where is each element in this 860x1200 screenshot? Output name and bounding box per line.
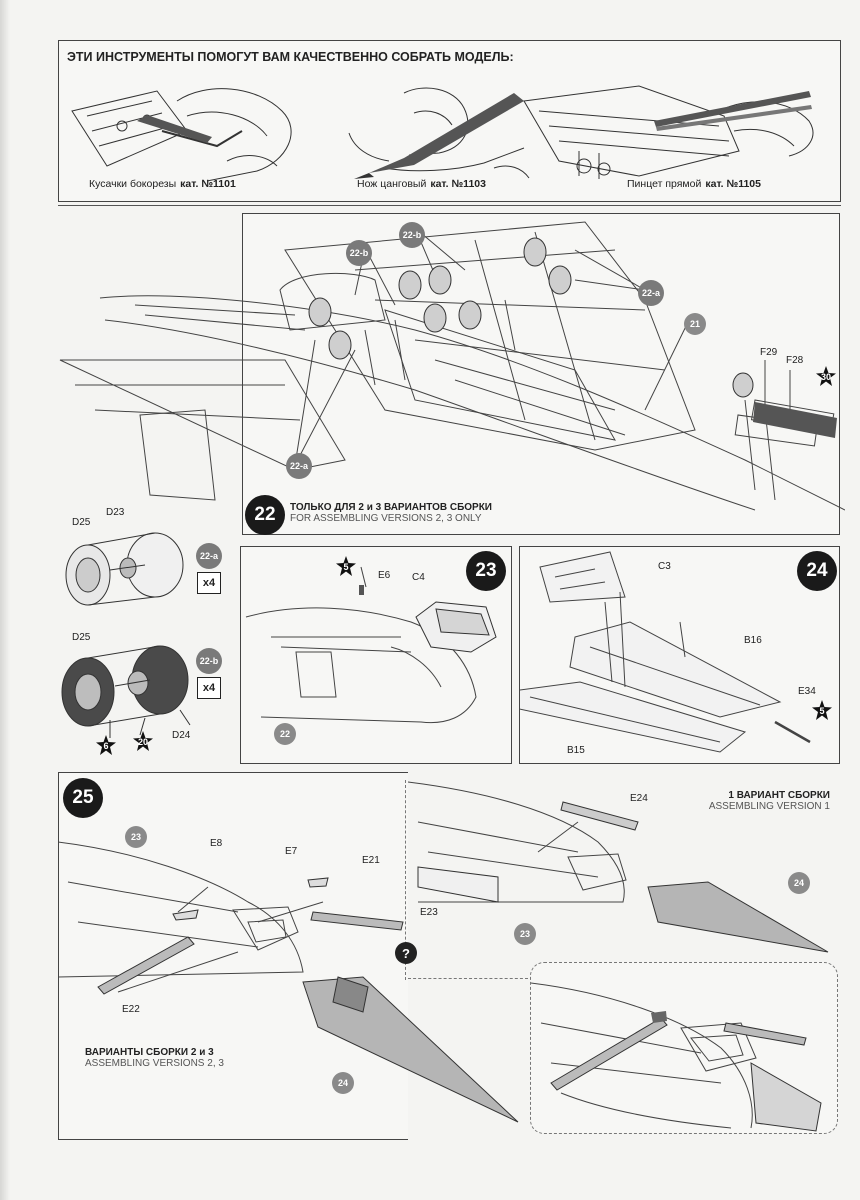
step-25-badge: 25 bbox=[63, 778, 103, 818]
star-callout-30: 30 bbox=[816, 366, 836, 386]
quantity-x4: x4 bbox=[197, 572, 221, 594]
caption-ru: 1 ВАРИАНТ СБОРКИ bbox=[728, 790, 830, 801]
part-ref-24: 24 bbox=[332, 1072, 354, 1094]
versions-2-3-caption: ВАРИАНТЫ СБОРКИ 2 и 3 ASSEMBLING VERSION… bbox=[85, 1047, 224, 1069]
hobby-knife-illustration bbox=[348, 87, 530, 179]
part-label-d23: D23 bbox=[106, 507, 125, 518]
part-ref-23: 23 bbox=[125, 826, 147, 848]
subassembly-tag-22b: 22-b bbox=[196, 648, 222, 674]
caption-en: ASSEMBLING VERSION 1 bbox=[708, 801, 830, 812]
step-24-panel bbox=[519, 546, 840, 764]
part-ref-22: 22 bbox=[274, 723, 296, 745]
part-label-f29: F29 bbox=[760, 347, 778, 358]
side-cutters-illustration bbox=[71, 88, 292, 182]
part-label-b15: B15 bbox=[567, 745, 585, 756]
part-label-e22: E22 bbox=[122, 1004, 140, 1015]
version-divider bbox=[408, 978, 528, 979]
part-label-e21: E21 bbox=[362, 855, 380, 866]
star-callout-5: 5 bbox=[336, 556, 356, 576]
star-number: 5 bbox=[819, 706, 825, 716]
tool-catalog-number: кат. №1103 bbox=[430, 178, 486, 190]
caption-ru: ВАРИАНТЫ СБОРКИ 2 и 3 bbox=[85, 1047, 214, 1058]
part-label-d25: D25 bbox=[72, 632, 91, 643]
star-callout-5: 5 bbox=[812, 700, 832, 720]
step-24-drawing bbox=[520, 551, 811, 753]
wheel-subassembly-drawings bbox=[61, 532, 191, 738]
callout-22b: 22-b bbox=[399, 222, 425, 248]
caption-en: ASSEMBLING VERSIONS 2, 3 bbox=[85, 1058, 224, 1069]
step-22-caption: ТОЛЬКО ДЛЯ 2 и 3 ВАРИАНТОВ СБОРКИ FOR AS… bbox=[290, 502, 492, 524]
tools-panel: ЭТИ ИНСТРУМЕНТЫ ПОМОГУТ ВАМ КАЧЕСТВЕННО … bbox=[58, 40, 841, 202]
part-label-e8: E8 bbox=[210, 838, 223, 849]
caption-ru: ТОЛЬКО ДЛЯ 2 и 3 ВАРИАНТОВ СБОРКИ bbox=[290, 502, 492, 513]
star-number: 20 bbox=[137, 737, 148, 747]
star-callout-20: 20 bbox=[133, 731, 153, 751]
part-label-d24: D24 bbox=[172, 730, 191, 741]
star-number: 5 bbox=[343, 562, 349, 572]
question-hint-icon: ? bbox=[395, 942, 417, 964]
part-ref-21: 21 bbox=[684, 313, 706, 335]
step-25-drawing bbox=[58, 781, 829, 1123]
detail-inset bbox=[530, 962, 838, 1134]
callout-22a: 22-a bbox=[638, 280, 664, 306]
part-label-c3: C3 bbox=[658, 561, 671, 572]
step-22-badge: 22 bbox=[245, 495, 285, 535]
tool-catalog-number: кат. №1101 bbox=[180, 178, 236, 190]
part-label-e24: E24 bbox=[630, 793, 648, 804]
quantity-x4: x4 bbox=[197, 677, 221, 699]
callout-22b: 22-b bbox=[346, 240, 372, 266]
tweezers-illustration bbox=[523, 85, 814, 179]
tool-name: Нож цанговый bbox=[357, 178, 427, 190]
part-label-f28: F28 bbox=[786, 355, 804, 366]
subassembly-tag-22a: 22-a bbox=[196, 543, 222, 569]
divider bbox=[58, 205, 841, 206]
part-label-c4: C4 bbox=[412, 572, 425, 583]
star-number: 30 bbox=[820, 372, 831, 382]
part-label-d25: D25 bbox=[72, 517, 91, 528]
part-label-e34: E34 bbox=[798, 686, 816, 697]
step-24-badge: 24 bbox=[797, 551, 837, 591]
step-23-drawing bbox=[245, 566, 497, 724]
tool-name: Пинцет прямой bbox=[627, 178, 702, 190]
page-edge bbox=[0, 0, 10, 1200]
callout-22a: 22-a bbox=[286, 453, 312, 479]
part-ref-24: 24 bbox=[788, 872, 810, 894]
star-callout-6: 6 bbox=[96, 735, 116, 755]
tools-heading: ЭТИ ИНСТРУМЕНТЫ ПОМОГУТ ВАМ КАЧЕСТВЕННО … bbox=[67, 50, 514, 64]
version-1-caption: 1 ВАРИАНТ СБОРКИ ASSEMBLING VERSION 1 bbox=[705, 790, 830, 812]
part-label-e6: E6 bbox=[378, 570, 391, 581]
step-23-badge: 23 bbox=[466, 551, 506, 591]
step-22-drawing bbox=[59, 221, 845, 511]
detail-inset-drawing bbox=[531, 982, 822, 1132]
part-label-e7: E7 bbox=[285, 846, 298, 857]
caption-en: FOR ASSEMBLING VERSIONS 2, 3 ONLY bbox=[290, 513, 482, 524]
part-label-b16: B16 bbox=[744, 635, 762, 646]
version-divider bbox=[405, 780, 406, 980]
tool-name: Кусачки бокорезы bbox=[89, 178, 177, 190]
part-label-e23: E23 bbox=[420, 907, 438, 918]
star-number: 6 bbox=[103, 741, 109, 751]
tool-catalog-number: кат. №1105 bbox=[705, 178, 761, 190]
part-ref-23: 23 bbox=[514, 923, 536, 945]
